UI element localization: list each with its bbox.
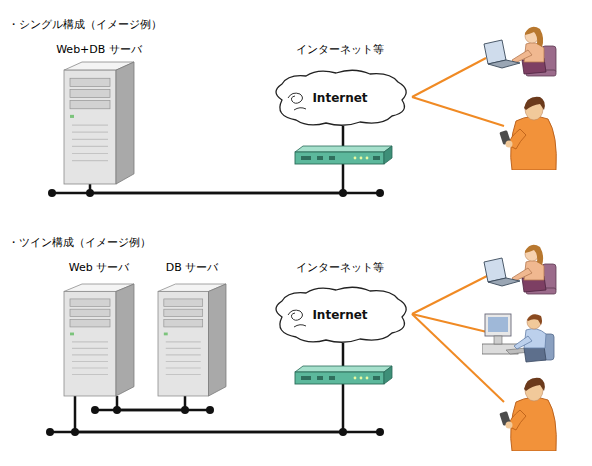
vent-line: [166, 354, 201, 355]
bus-node: [48, 189, 56, 197]
network-label: インターネット等: [296, 261, 384, 274]
cloud-swirl: [294, 108, 306, 110]
section-heading: ・シングル構成（イメージ例）: [8, 18, 162, 31]
phone-user: [499, 97, 556, 170]
server-front: [64, 291, 116, 396]
desktop-user: [482, 314, 554, 362]
router-symbol: [295, 146, 392, 164]
cloud-swirl: [288, 310, 303, 320]
client-line: [412, 314, 487, 332]
drive-bay: [70, 299, 110, 306]
router-symbol: [295, 366, 392, 384]
internet-cloud: インターネット等Internet: [268, 70, 412, 126]
vent-line: [72, 374, 108, 375]
network-connector: [117, 396, 185, 410]
client-line: [412, 58, 486, 97]
drive-bay: [70, 89, 110, 97]
bus-node: [339, 428, 347, 436]
laptop-user: [484, 27, 556, 76]
server-label: DB サーバ: [166, 261, 219, 274]
server-symbol: [64, 284, 134, 396]
server-front: [64, 70, 116, 184]
bus-node: [113, 406, 121, 414]
vent-line: [72, 146, 108, 147]
server-side: [116, 284, 134, 396]
vent-line: [72, 354, 108, 355]
drive-bay: [70, 78, 110, 86]
power-led: [70, 333, 74, 336]
vent-line: [72, 139, 108, 140]
server-side: [116, 62, 134, 184]
drive-bay: [164, 319, 203, 326]
network-label: インターネット等: [296, 43, 384, 56]
internal-bus: [91, 406, 214, 414]
vent-line: [72, 367, 108, 368]
section-heading: ・ツイン構成（イメージ例）: [8, 236, 151, 249]
server-label: Web+DB サーバ: [56, 43, 142, 56]
vent-line: [72, 341, 108, 342]
cloud-swirl: [288, 93, 303, 103]
server-node: Web+DB サーバ: [64, 62, 134, 184]
server-side: [209, 284, 226, 396]
drive-bay: [164, 299, 203, 306]
client-line: [412, 97, 504, 126]
bus-line: [50, 431, 380, 434]
cloud-swirl: [294, 325, 306, 327]
drive-bay: [70, 309, 110, 316]
client-links: [412, 58, 504, 126]
vent-line: [166, 367, 201, 368]
bus-node: [86, 189, 94, 197]
drive-bay: [70, 319, 110, 326]
network-bus: [48, 189, 384, 197]
internet-cloud: インターネット等Internet: [268, 287, 412, 343]
vent-line: [166, 374, 201, 375]
bus-node: [71, 428, 79, 436]
bus-node: [339, 189, 347, 197]
cloud-label: Internet: [268, 308, 412, 322]
vent-line: [72, 348, 108, 349]
drive-bay: [70, 101, 110, 109]
bus-node: [376, 189, 384, 197]
client-line: [412, 276, 487, 314]
bus-line: [52, 192, 380, 195]
vent-line: [72, 160, 108, 161]
vent-line: [166, 361, 201, 362]
power-led: [70, 115, 74, 118]
bus-node: [181, 406, 189, 414]
vent-line: [72, 361, 108, 362]
server-front: [158, 291, 209, 396]
vent-line: [72, 153, 108, 154]
server-node: Web サーバ: [64, 284, 134, 396]
client-links: [412, 276, 504, 402]
bus-node: [91, 406, 99, 414]
vent-line: [72, 132, 108, 133]
cloud-label: Internet: [268, 91, 412, 105]
bus-node: [376, 428, 384, 436]
bus-node: [46, 428, 54, 436]
drive-bay: [164, 309, 203, 316]
server-symbol: [64, 62, 134, 184]
vent-line: [72, 124, 108, 125]
server-node: DB サーバ: [158, 284, 226, 396]
server-symbol: [158, 284, 226, 396]
vent-line: [166, 341, 201, 342]
vent-line: [166, 348, 201, 349]
server-label: Web サーバ: [69, 261, 129, 274]
laptop-user: [484, 245, 556, 294]
power-led: [164, 333, 168, 336]
bus-line: [95, 409, 210, 412]
phone-user: [499, 378, 556, 451]
bus-node: [206, 406, 214, 414]
network-bus: [46, 428, 384, 436]
